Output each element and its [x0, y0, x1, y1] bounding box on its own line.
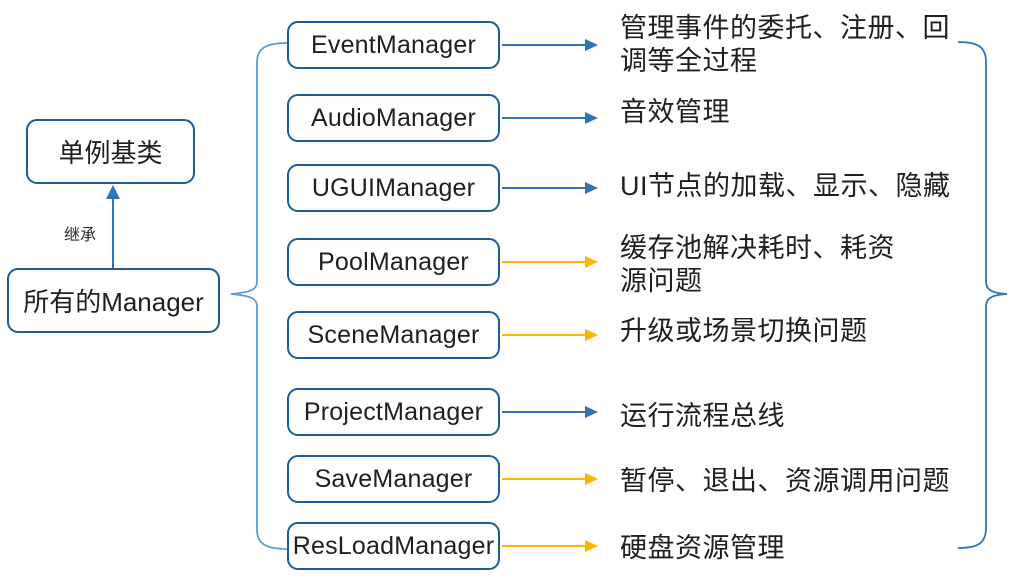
manager-label: AudioManager [310, 103, 476, 132]
manager-label: ResLoadManager [292, 531, 495, 560]
manager-label: PoolManager [318, 247, 469, 276]
row-arrow-scenemanager [502, 329, 598, 341]
description-text: 暂停、退出、资源调用问题 [620, 466, 950, 496]
base-class-label: 单例基类 [58, 138, 163, 168]
description-text: 缓存池解决耗时、耗资源问题 [620, 233, 895, 296]
manager-box-scenemanager: SceneManager [287, 311, 500, 359]
description-text: UI节点的加载、显示、隐藏 [620, 171, 951, 201]
description-text: 音效管理 [620, 97, 730, 127]
manager-box-resloadmanager: ResLoadManager [287, 522, 500, 570]
description-text: 升级或场景切换问题 [620, 316, 868, 346]
manager-box-audiomanager: AudioManager [287, 94, 500, 142]
manager-label: ProjectManager [303, 397, 484, 426]
description-text: 运行流程总线 [620, 401, 785, 431]
manager-box-uguimanager: UGUIManager [287, 164, 500, 212]
row-arrow-eventmanager [502, 39, 598, 51]
row-arrow-audiomanager [502, 112, 598, 124]
manager-label: UGUIManager [311, 173, 476, 202]
manager-box-poolmanager: PoolManager [287, 238, 500, 286]
manager-label: EventManager [311, 30, 476, 59]
manager-box-projectmanager: ProjectManager [287, 388, 500, 436]
inherit-label: 继承 [64, 227, 97, 244]
manager-label: SaveManager [314, 464, 473, 493]
row-arrow-projectmanager [502, 406, 598, 418]
inherit-arrow [106, 185, 120, 268]
manager-box-eventmanager: EventManager [287, 21, 500, 69]
description-text: 管理事件的委托、注册、回调等全过程 [620, 13, 950, 76]
description-text: 硬盘资源管理 [620, 533, 785, 563]
left-brace [230, 42, 289, 550]
base-class-box: 单例基类 [26, 119, 195, 184]
root-box-label: 所有的Manager [23, 287, 204, 317]
row-arrow-uguimanager [502, 182, 598, 194]
manager-label: SceneManager [307, 320, 480, 349]
root-box: 所有的Manager [7, 268, 220, 333]
manager-box-savemanager: SaveManager [287, 455, 500, 503]
right-brace [957, 41, 1008, 549]
row-arrow-resloadmanager [502, 540, 598, 552]
row-arrow-poolmanager [502, 256, 598, 268]
row-arrow-savemanager [502, 473, 598, 485]
